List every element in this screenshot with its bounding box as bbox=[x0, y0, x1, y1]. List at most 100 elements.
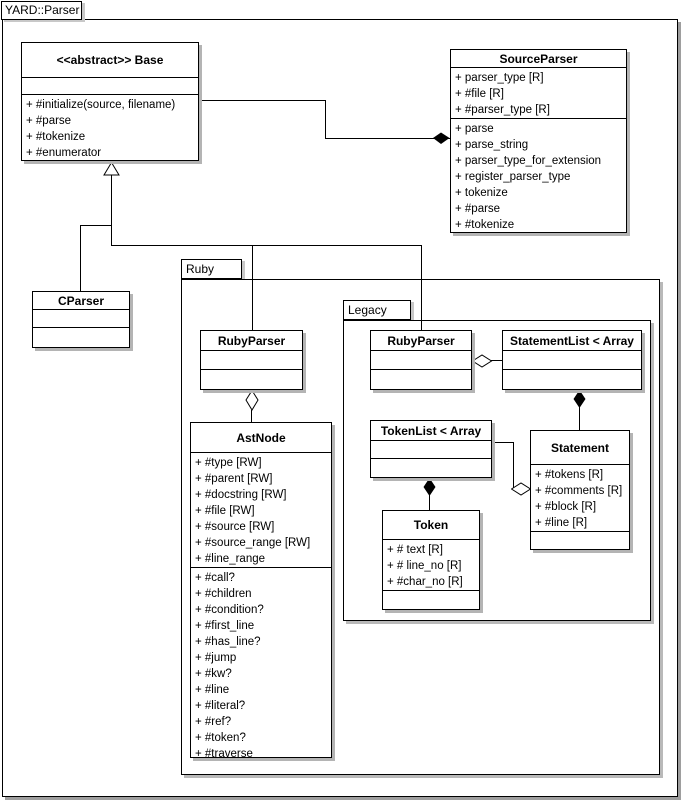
member-row: + #line [R] bbox=[535, 517, 588, 529]
composition-diamond-icon bbox=[433, 132, 450, 145]
generalization-triangle-icon bbox=[103, 161, 120, 176]
attributes-compartment bbox=[201, 351, 302, 370]
methods-compartment: + #initialize(source, filename) + #parse… bbox=[22, 95, 198, 161]
member-row: + register_parser_type bbox=[455, 171, 571, 183]
member-row: + #first_line bbox=[195, 620, 255, 632]
member-row: + # text [R] bbox=[387, 544, 443, 556]
attributes-compartment bbox=[33, 310, 129, 328]
methods-compartment: + #call? + #children + #condition? + #fi… bbox=[191, 568, 331, 762]
member-row: + #file [R] bbox=[455, 88, 504, 100]
member-row: + #tokenize bbox=[26, 131, 86, 143]
member-row: + #parse bbox=[26, 115, 72, 127]
member-row: + #jump bbox=[195, 652, 237, 664]
member-row: + #tokens [R] bbox=[535, 469, 604, 481]
package-tab-legacy[interactable]: Legacy bbox=[343, 300, 411, 320]
member-row: + #line_range bbox=[195, 553, 266, 565]
member-row: + parse bbox=[455, 123, 494, 135]
member-row: + #type [RW] bbox=[195, 457, 262, 469]
aggregation-diamond-icon bbox=[510, 482, 532, 496]
connector-tokenlist-token bbox=[429, 495, 430, 510]
connector-legacy-rubyparser-drop bbox=[421, 245, 422, 330]
class-box-tokenlist[interactable]: TokenList < Array bbox=[370, 420, 492, 478]
member-row: + #source [RW] bbox=[195, 521, 275, 533]
aggregation-diamond-icon bbox=[245, 389, 259, 411]
methods-compartment bbox=[371, 370, 471, 389]
member-row: + #line bbox=[195, 684, 230, 696]
package-tab-ruby[interactable]: Ruby bbox=[181, 259, 242, 279]
connector-cparser-seg2 bbox=[80, 225, 81, 291]
attributes-compartment bbox=[371, 441, 491, 459]
member-row: + #enumerator bbox=[26, 147, 102, 159]
composition-diamond-icon bbox=[573, 390, 586, 409]
methods-compartment: + parse + parse_string + parser_type_for… bbox=[451, 119, 626, 233]
class-title: CParser bbox=[33, 292, 129, 310]
class-box-token[interactable]: Token + # text [R] + # line_no [R] + #ch… bbox=[382, 510, 480, 610]
class-box-base[interactable]: <<abstract>> Base + #initialize(source, … bbox=[21, 42, 199, 161]
attributes-compartment: + parser_type [R] + #file [R] + #parser_… bbox=[451, 68, 626, 119]
class-title: Statement bbox=[531, 431, 629, 465]
connector-base-sourceparser-seg1 bbox=[199, 100, 325, 101]
class-box-astnode[interactable]: AstNode + #type [RW] + #parent [RW] + #d… bbox=[190, 422, 332, 760]
connector-generalization-trunk bbox=[111, 175, 112, 246]
class-title: RubyParser bbox=[371, 331, 471, 351]
class-title: <<abstract>> Base bbox=[22, 43, 198, 78]
member-row: + #has_line? bbox=[195, 636, 261, 648]
member-row: + #traverse bbox=[195, 748, 253, 760]
member-row: + #children bbox=[195, 588, 252, 600]
methods-compartment bbox=[383, 591, 479, 609]
class-title: StatementList < Array bbox=[503, 331, 641, 351]
attributes-compartment: + #tokens [R] + #comments [R] + #block [… bbox=[531, 465, 629, 532]
connector-cparser-seg1 bbox=[80, 225, 112, 226]
member-row: + parser_type_for_extension bbox=[455, 155, 602, 167]
connector-statement-tokenlist-seg1 bbox=[492, 442, 514, 443]
class-box-statementlist[interactable]: StatementList < Array bbox=[502, 330, 642, 390]
connector-statement-tokenlist-seg2 bbox=[513, 442, 514, 488]
member-row: + #condition? bbox=[195, 604, 264, 616]
attributes-compartment bbox=[22, 78, 198, 95]
member-row: + #parser_type [R] bbox=[455, 104, 550, 116]
methods-compartment bbox=[33, 328, 129, 347]
member-row: + #block [R] bbox=[535, 501, 597, 513]
member-row: + #ref? bbox=[195, 716, 232, 728]
member-row: + #kw? bbox=[195, 668, 232, 680]
class-box-statement[interactable]: Statement + #tokens [R] + #comments [R] … bbox=[530, 430, 630, 550]
member-row: + parser_type [R] bbox=[455, 72, 544, 84]
member-row: + #tokenize bbox=[455, 219, 515, 231]
member-row: + #initialize(source, filename) bbox=[26, 99, 176, 111]
class-box-sourceparser[interactable]: SourceParser + parser_type [R] + #file [… bbox=[450, 49, 627, 233]
attributes-compartment bbox=[503, 351, 641, 370]
member-row: + #source_range [RW] bbox=[195, 537, 311, 549]
connector-statementlist-statement bbox=[579, 407, 580, 430]
member-row: + parse_string bbox=[455, 139, 529, 151]
member-row: + #char_no [R] bbox=[387, 576, 463, 588]
methods-compartment bbox=[531, 532, 629, 549]
class-title: RubyParser bbox=[201, 331, 302, 351]
member-row: + # line_no [R] bbox=[387, 560, 462, 572]
connector-base-sourceparser-seg2 bbox=[325, 100, 326, 139]
member-row: + #literal? bbox=[195, 700, 246, 712]
class-box-cparser[interactable]: CParser bbox=[32, 291, 130, 348]
member-row: + #parse bbox=[455, 203, 501, 215]
class-title: SourceParser bbox=[451, 50, 626, 68]
class-box-legacy-rubyparser[interactable]: RubyParser bbox=[370, 330, 472, 390]
attributes-compartment: + #type [RW] + #parent [RW] + #docstring… bbox=[191, 453, 331, 568]
connector-rubyparser-astnode bbox=[251, 410, 252, 422]
composition-diamond-icon bbox=[423, 478, 436, 497]
member-row: + #call? bbox=[195, 572, 235, 584]
member-row: + #token? bbox=[195, 732, 246, 744]
attributes-compartment bbox=[371, 351, 471, 370]
connector-rubyparser-statementlist bbox=[491, 360, 502, 361]
methods-compartment bbox=[201, 370, 302, 389]
diagram-title-tab[interactable]: YARD::Parser bbox=[1, 1, 82, 20]
aggregation-diamond-icon bbox=[471, 354, 493, 368]
connector-generalization-branch bbox=[111, 245, 422, 246]
class-title: AstNode bbox=[191, 423, 331, 453]
member-row: + #file [RW] bbox=[195, 505, 255, 517]
class-box-ruby-rubyparser[interactable]: RubyParser bbox=[200, 330, 303, 390]
member-row: + #docstring [RW] bbox=[195, 489, 287, 501]
class-title: Token bbox=[383, 511, 479, 540]
methods-compartment bbox=[503, 370, 641, 389]
attributes-compartment: + # text [R] + # line_no [R] + #char_no … bbox=[383, 540, 479, 591]
member-row: + #parent [RW] bbox=[195, 473, 273, 485]
